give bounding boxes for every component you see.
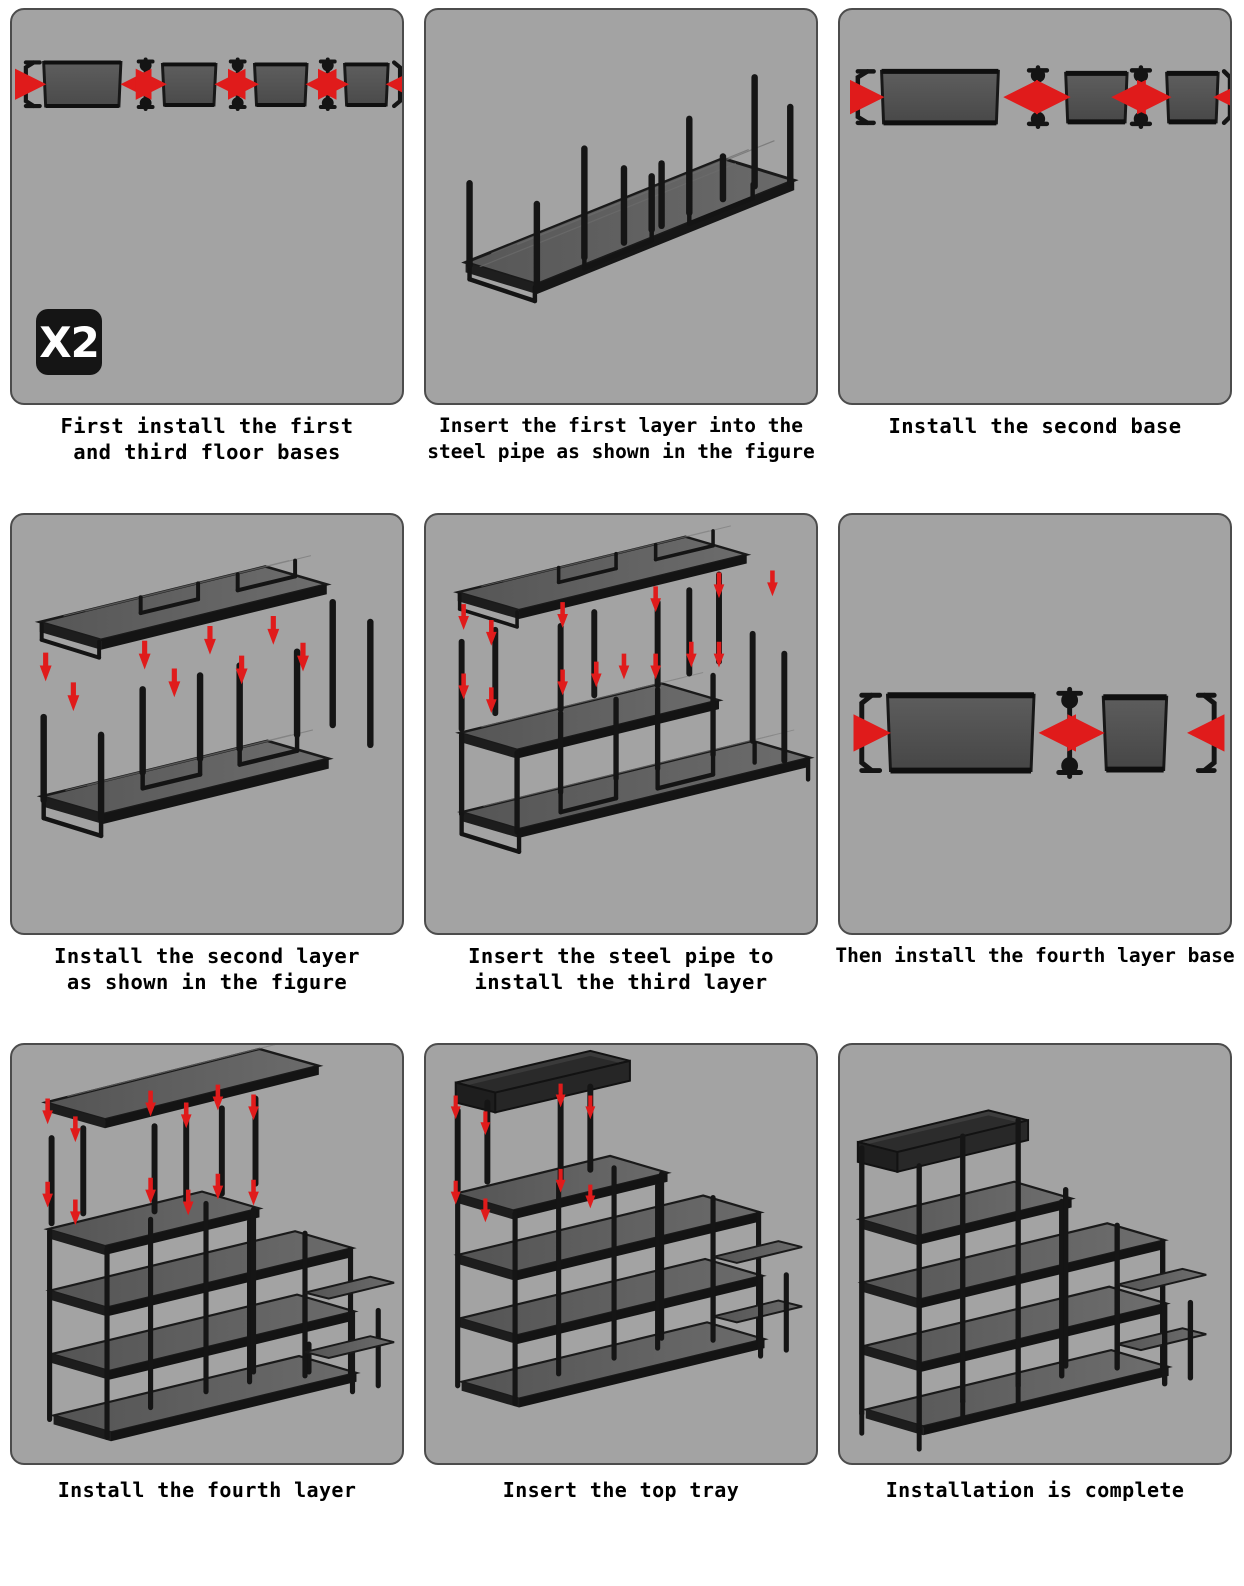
cell-caption-5: Insert the steel pipe to install the thi… [414, 935, 828, 1035]
panel-step-6 [838, 513, 1232, 935]
panel-step-7 [10, 1043, 404, 1465]
caption-step-7: Install the fourth layer [57, 1478, 357, 1502]
panel-step-9 [838, 1043, 1232, 1465]
caption-step-3: Install the second base [888, 414, 1182, 438]
panel-step-4 [10, 513, 404, 935]
top-tray-installed [856, 1109, 1030, 1174]
cell-step-4 [0, 505, 414, 935]
panel-step-3 [838, 8, 1232, 405]
diagram-step-3 [849, 65, 1230, 130]
caption-step-6: Then install the fourth layer base [835, 944, 1235, 967]
cell-step-5 [414, 505, 828, 935]
cell-caption-8: Insert the top tray [414, 1465, 828, 1586]
diagram-step-8 [450, 1049, 803, 1408]
cell-caption-4: Install the second layer as shown in the… [0, 935, 414, 1035]
instruction-grid: X2 [0, 0, 1242, 1502]
caption-step-9: Installation is complete [885, 1478, 1185, 1502]
caption-step-2: Insert the first layer into the steel pi… [427, 414, 815, 463]
cell-step-8 [414, 1035, 828, 1465]
panel-step-5 [424, 513, 818, 935]
instruction-sheet: X2 [0, 0, 1242, 1502]
diagram-step-7 [41, 1045, 395, 1442]
cell-step-9 [828, 1035, 1242, 1465]
diagram-step-6 [853, 686, 1225, 779]
quantity-badge-x2: X2 [36, 309, 102, 375]
cell-caption-6: Then install the fourth layer base [828, 935, 1242, 1035]
diagram-step-1 [14, 57, 402, 111]
cell-step-1: X2 [0, 0, 414, 405]
diagram-step-4 [34, 555, 374, 839]
diagram-step-9 [855, 1109, 1207, 1452]
cell-caption-1: First install the first and third floor … [0, 405, 414, 505]
panel-step-1: X2 [10, 8, 404, 405]
diagram-step-2 [461, 74, 799, 304]
caption-step-1: First install the first and third floor … [60, 414, 354, 464]
cell-step-2 [414, 0, 828, 405]
diagram-step-5 [453, 525, 815, 854]
cell-caption-9: Installation is complete [828, 1465, 1242, 1586]
caption-step-5: Insert the steel pipe to install the thi… [468, 944, 774, 994]
panel-step-8 [424, 1043, 818, 1465]
cell-step-3 [828, 0, 1242, 405]
top-tray-part [454, 1049, 631, 1114]
cell-caption-7: Install the fourth layer [0, 1465, 414, 1586]
panel-step-2 [424, 8, 818, 405]
caption-step-8: Insert the top tray [502, 1478, 740, 1502]
cell-caption-2: Insert the first layer into the steel pi… [414, 405, 828, 505]
cell-caption-3: Install the second base [828, 405, 1242, 505]
caption-step-4: Install the second layer as shown in the… [54, 944, 360, 994]
cell-step-7 [0, 1035, 414, 1465]
cell-step-6 [828, 505, 1242, 935]
